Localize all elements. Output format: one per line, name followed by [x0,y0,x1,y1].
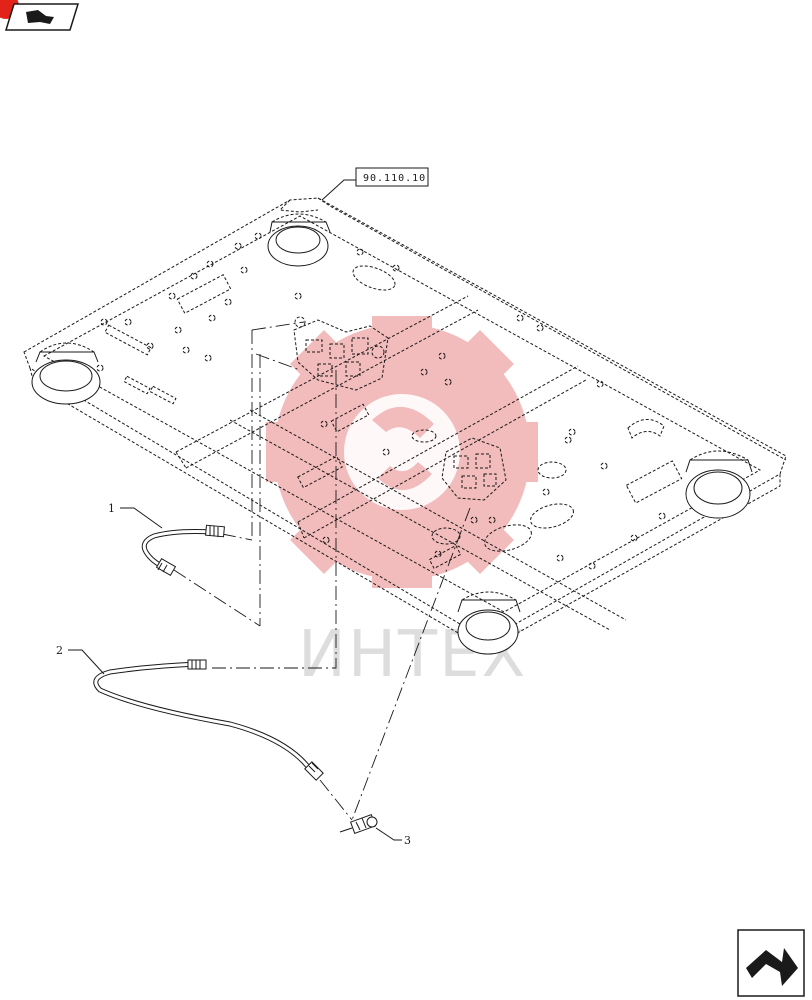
next-page-button[interactable] [737,929,805,997]
reference-label[interactable]: 90.110.10 [321,167,429,201]
callout-number: 1 [108,502,115,515]
fitting-item-3 [339,813,378,835]
callout-2: 2 [56,644,105,675]
fasteners [96,232,666,570]
hose-item-1 [141,524,225,577]
caster-rear-left [31,342,101,405]
caster-front-left [457,591,521,655]
callout-3: 3 [375,827,411,847]
previous-page-button[interactable] [0,0,80,31]
hose-item-2 [93,659,324,781]
caster-rear-right [267,213,331,267]
callout-number: 3 [404,834,411,847]
callout-number: 2 [56,644,63,657]
watermark: ИНТЕХ [266,316,538,692]
caster-front-right [685,450,753,519]
valve-cluster-upper [293,316,389,391]
reference-label-text: 90.110.10 [363,173,426,184]
platform-openings [104,265,683,570]
callout-1: 1 [108,502,163,529]
valve-cluster-lower [441,437,507,501]
previous-page-arrow-icon [26,10,54,24]
next-page-arrow-icon [746,948,798,986]
routing-lines [173,321,471,821]
